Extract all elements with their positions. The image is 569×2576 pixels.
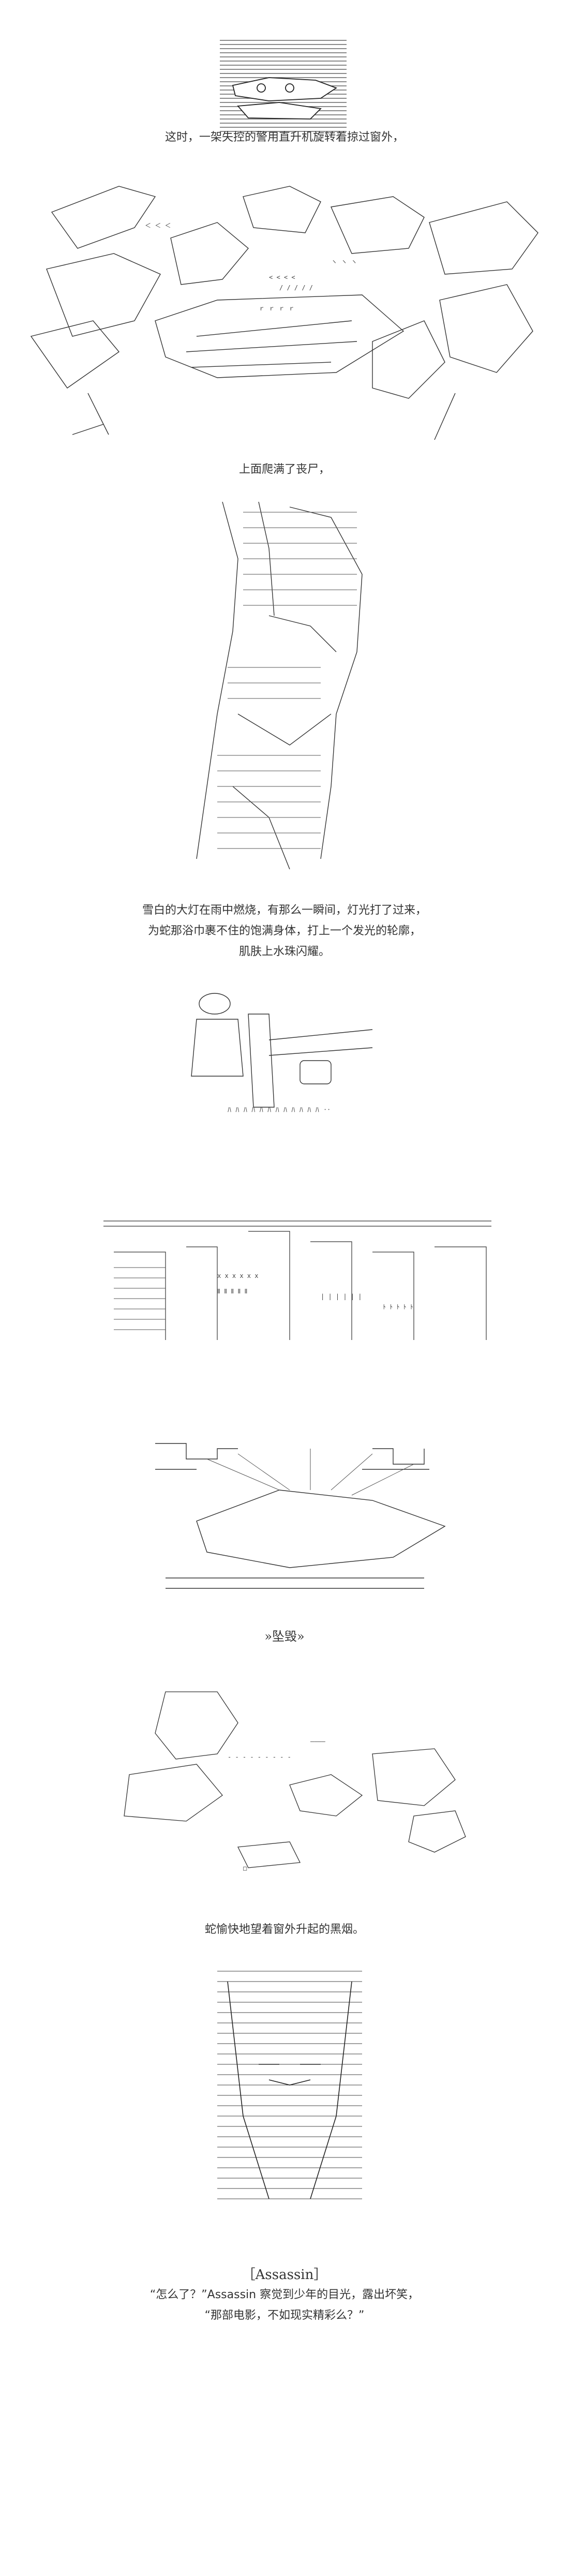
caption-smoke: 蛇愉快地望着窗外升起的黑烟。 [204, 1923, 364, 1936]
caption-light-line2: 为蛇那浴巾裹不住的饱满身体，打上一个发光的轮廓， [147, 925, 421, 937]
svg-text:ｒ ｒ ｒ ｒ: ｒ ｒ ｒ ｒ [259, 305, 295, 312]
ascii-art-window-rain: ﾊ ﾊ ﾊ ﾊ ﾊ ﾊ ﾊ ﾊ ﾊ ﾊ ﾊ ﾊ ‥ [0, 983, 569, 1128]
speaker-label: ［Assassin］ [242, 2267, 327, 2283]
svg-text:□: □ [243, 1865, 247, 1872]
ascii-art-assassin-face [0, 1961, 569, 2230]
caption-crash: »坠毁» [264, 1629, 305, 1644]
ascii-art-smoke-over-city: - - - - - - - - - ―――― □ [0, 1681, 569, 1878]
caption-zombies: 上面爬满了丧尸， [238, 463, 330, 476]
ascii-art-helicopter-closeup [0, 36, 569, 140]
svg-text:- - - - - - - - -: - - - - - - - - - [228, 1753, 291, 1761]
svg-text:――――: ―――― [310, 1738, 326, 1745]
svg-text:ﾊ ﾊ ﾊ ﾊ ﾊ ﾊ ﾊ ﾊ ﾊ ﾊ ﾊ ﾊ ‥: ﾊ ﾊ ﾊ ﾊ ﾊ ﾊ ﾊ ﾊ ﾊ ﾊ ﾊ ﾊ ‥ [228, 1106, 331, 1114]
svg-text:| | | | | |: | | | | | | [321, 1293, 362, 1300]
ascii-art-city-skyline: x x x x x x Ⅱ Ⅱ Ⅱ Ⅱ Ⅱ | | | | | | ﾄ ﾄ ﾄ … [0, 1190, 569, 1345]
caption-helicopter: 这时，一架失控的警用直升机旋转着掠过窗外， [164, 131, 404, 144]
caption-light-line3: 肌肤上水珠闪耀。 [238, 945, 330, 958]
svg-text:< < < <: < < < < [269, 274, 295, 281]
ascii-art-woman-silhouette [0, 497, 569, 880]
svg-text:x x x x x x: x x x x x x [217, 1272, 258, 1279]
svg-text:ヽ ヽ ヽ: ヽ ヽ ヽ [331, 258, 357, 265]
caption-light-line1: 雪白的大灯在雨中燃烧，有那么一瞬间，灯光打了过来， [142, 904, 427, 917]
svg-text:/ / / / /: / / / / / [279, 284, 313, 291]
ascii-art-crash-explosion [0, 1438, 569, 1614]
svg-text:＜ ＜ ＜: ＜ ＜ ＜ [145, 222, 171, 229]
ascii-art-helicopter-zombies: < < < < / / / / / ｒ ｒ ｒ ｒ ＜ ＜ ＜ ヽ ヽ ヽ [0, 166, 569, 455]
svg-text:ﾄ ﾄ ﾄ ﾄ ﾄ: ﾄ ﾄ ﾄ ﾄ ﾄ [383, 1303, 413, 1311]
svg-text:Ⅱ Ⅱ Ⅱ Ⅱ Ⅱ: Ⅱ Ⅱ Ⅱ Ⅱ Ⅱ [217, 1288, 247, 1295]
dialog-line-1: “怎么了？”Assassin 察觉到少年的目光，露出坏笑， [149, 2288, 420, 2301]
dialog-line-2: “那部电影，不如现实精彩么？” [204, 2309, 365, 2322]
